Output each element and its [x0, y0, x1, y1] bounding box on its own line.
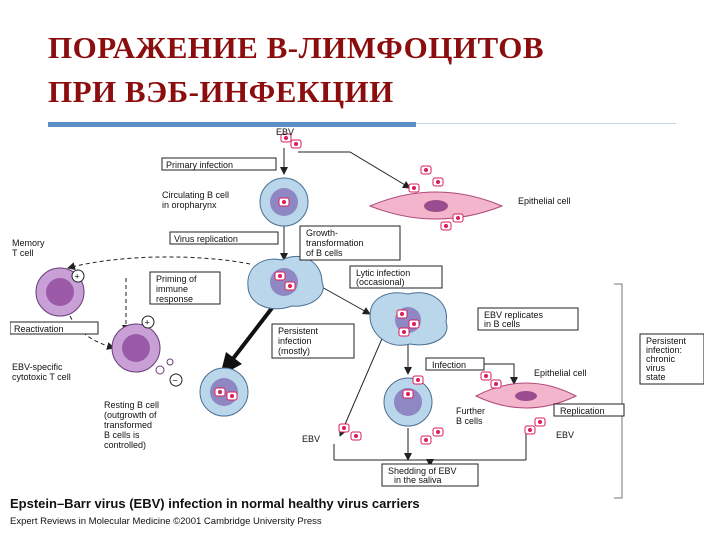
label-priming-3: response	[156, 294, 193, 304]
label-resting-2: (outgrowth of	[104, 410, 157, 420]
label-shedding-1: Shedding of EBV	[388, 466, 457, 476]
label-ctl-1: EBV-specific	[12, 362, 63, 372]
label-circulating-b-1: Circulating B cell	[162, 190, 229, 200]
title-line-2: ПРИ ВЭБ-ИНФЕКЦИИ	[48, 74, 394, 109]
label-lytic-1: Lytic infection	[356, 268, 410, 278]
epithelial-cell-top	[368, 191, 504, 220]
label-growth-1: Growth-	[306, 228, 338, 238]
label-further-1: Further	[456, 406, 485, 416]
regulation-signs: + + −	[71, 269, 183, 387]
label-resting-1: Resting B cell	[104, 400, 159, 410]
cytotoxic-t-cell	[111, 323, 174, 375]
label-persistent-chronic-4: virus	[646, 363, 666, 373]
lytic-b-cell	[369, 292, 448, 346]
memory-t-cell	[35, 267, 85, 317]
epithelial-cell-right	[474, 382, 578, 409]
label-primary-infection: Primary infection	[166, 160, 233, 170]
label-ctl-2: cytotoxic T cell	[12, 372, 71, 382]
label-priming-2: immune	[156, 284, 188, 294]
label-infection: Infection	[432, 360, 466, 370]
label-persistent-2: infection	[278, 336, 312, 346]
slide-title: ПОРАЖЕНИЕ В-ЛИМФОЦИТОВ ПРИ ВЭБ-ИНФЕКЦИИ	[48, 26, 708, 114]
label-replication: Replication	[560, 406, 605, 416]
ebv-diagram: EBV Primary infection Circulating B cell…	[9, 127, 705, 527]
label-growth-3: of B cells	[306, 248, 343, 258]
persistent-bracket	[614, 283, 623, 499]
thick-arrow	[230, 306, 274, 362]
label-persistent-chronic-3: chronic	[646, 354, 676, 364]
figure-credit: Expert Reviews in Molecular Medicine ©20…	[10, 516, 322, 527]
label-persistent-1: Persistent	[278, 326, 319, 336]
label-persistent-chronic-1: Persistent	[646, 336, 687, 346]
label-epithelial-right: Epithelial cell	[534, 368, 587, 378]
label-memory-t-1: Memory	[12, 238, 45, 248]
label-resting-4: B cells is	[104, 430, 140, 440]
label-ebv-replicates-1: EBV replicates	[484, 310, 544, 320]
label-persistent-chronic-2: infection:	[646, 345, 682, 355]
label-reactivation: Reactivation	[14, 324, 64, 334]
label-ebv-replicates-2: in B cells	[484, 319, 521, 329]
label-ebv-top: EBV	[276, 127, 294, 137]
label-persistent-3: (mostly)	[278, 346, 310, 356]
further-b-cell	[383, 377, 433, 427]
label-further-2: B cells	[456, 416, 483, 426]
label-growth-2: transformation	[306, 238, 364, 248]
title-line-1: ПОРАЖЕНИЕ В-ЛИМФОЦИТОВ	[48, 30, 545, 65]
title-underline-thin	[416, 123, 676, 124]
label-resting-3: transformed	[104, 420, 152, 430]
label-lytic-2: (occasional)	[356, 277, 405, 287]
label-circulating-b-2: in oropharynx	[162, 200, 217, 210]
label-persistent-chronic-5: state	[646, 372, 666, 382]
figure-caption: Epstein–Barr virus (EBV) infection in no…	[10, 496, 420, 511]
label-priming-1: Priming of	[156, 274, 197, 284]
label-boxes	[9, 157, 705, 487]
label-ebv-right: EBV	[556, 430, 574, 440]
label-shedding-2: in the saliva	[394, 475, 442, 485]
plus-sign-2: +	[145, 318, 150, 328]
title-underline	[48, 122, 416, 127]
figure-labels: EBV Primary infection Circulating B cell…	[12, 127, 687, 485]
plus-sign-1: +	[75, 272, 80, 282]
label-virus-replication: Virus replication	[174, 234, 238, 244]
label-memory-t-2: T cell	[12, 248, 33, 258]
label-epithelial-top: Epithelial cell	[518, 196, 571, 206]
label-ebv-left: EBV	[302, 434, 320, 444]
minus-sign: −	[173, 376, 178, 386]
ebv-infection-figure: EBV Primary infection Circulating B cell…	[9, 126, 705, 530]
label-resting-5: controlled)	[104, 440, 146, 450]
